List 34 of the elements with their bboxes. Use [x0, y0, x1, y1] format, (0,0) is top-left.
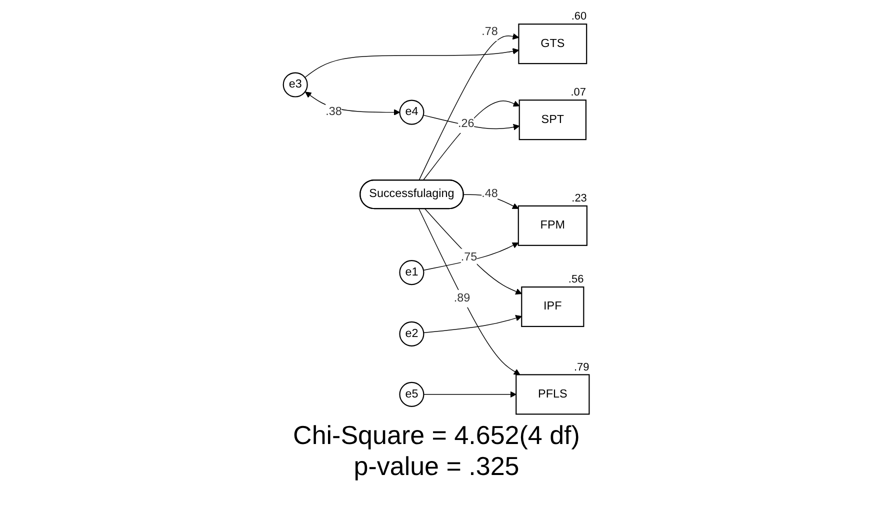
arrow [305, 92, 400, 116]
arrow [424, 391, 517, 398]
r-squared-value: .07 [570, 86, 586, 99]
node-circle: e5 [399, 382, 424, 407]
edge-label: .48 [482, 188, 498, 200]
arrow [418, 33, 520, 181]
edge-label: .89 [454, 292, 470, 304]
node-circle: e4 [399, 100, 424, 125]
edge-label: .78 [482, 26, 498, 38]
fit-statistic: p-value = .325 [354, 451, 520, 482]
arrow [424, 208, 522, 295]
r-squared-value: .60 [572, 10, 587, 23]
node-box: IPF [521, 286, 584, 328]
node-box: PFLS [516, 374, 590, 415]
arrow [423, 242, 519, 271]
arrow [422, 100, 520, 181]
node-circle: e1 [399, 260, 424, 286]
arrow [464, 194, 519, 209]
edge-label: .75 [461, 250, 478, 264]
edge-label: .38 [326, 106, 342, 118]
node-box: SPT [519, 100, 587, 140]
arrow [424, 314, 522, 334]
node-box: FPM [518, 205, 588, 246]
r-squared-value: .79 [574, 361, 590, 374]
arrow [423, 114, 520, 130]
r-squared-value: .23 [572, 192, 588, 205]
node-circle: e2 [399, 321, 424, 346]
arrow [304, 48, 520, 78]
node-circle: e3 [283, 72, 308, 98]
r-squared-value: .56 [568, 274, 584, 286]
edge-label: .26 [458, 118, 475, 130]
arrow [418, 208, 520, 375]
node-box: GTS [518, 24, 588, 64]
fit-statistic: Chi-Square = 4.652(4 df) [293, 420, 580, 450]
